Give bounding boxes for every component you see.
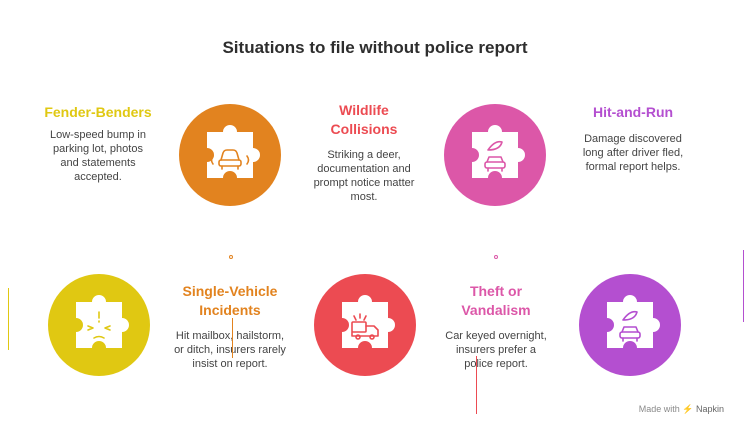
napkin-logo-icon: ⚡ xyxy=(682,404,694,414)
circle-single-vehicle xyxy=(48,274,150,376)
circle-fender-benders xyxy=(179,104,281,206)
car-leaf-icon xyxy=(484,140,506,172)
car-leaf-icon xyxy=(619,310,641,342)
face-warning-icon xyxy=(87,311,111,339)
label-hit-and-run: Hit-and-Run xyxy=(592,104,674,120)
label-fender-benders: Fender-Benders xyxy=(44,104,152,120)
car-skid-icon xyxy=(210,149,250,170)
circle-theft-vandalism xyxy=(314,274,416,376)
connector-dot-orange xyxy=(229,255,233,259)
connector-line-left xyxy=(8,288,9,350)
page-title: Situations to file without police report xyxy=(222,38,528,57)
desc-single-vehicle-incidents: Hit mailbox, hailstorm,or ditch, insurer… xyxy=(174,330,286,370)
circle-wildlife-collisions xyxy=(444,104,546,206)
connector-dot-pink xyxy=(494,255,498,259)
made-with-napkin: Made with ⚡ Napkin xyxy=(638,404,724,414)
tow-truck-icon xyxy=(351,313,379,340)
connector-line-pink xyxy=(476,356,477,414)
circle-hit-and-run xyxy=(579,274,681,376)
connector-line-orange xyxy=(232,318,233,358)
connector-line-right xyxy=(743,250,744,322)
